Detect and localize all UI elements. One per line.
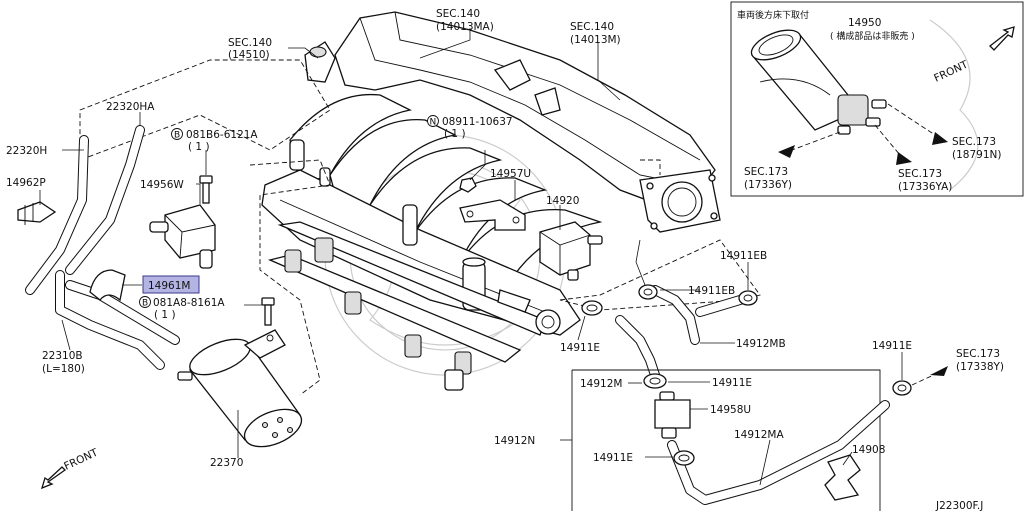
clamp-14911eb-b xyxy=(738,290,758,306)
highlight-box-14961m xyxy=(142,275,200,294)
label-081b6-code: 081B6-6121A xyxy=(186,129,258,141)
bracket-14957u xyxy=(459,199,526,231)
bolt-081a8 xyxy=(261,297,275,326)
label-14962p: 14962P xyxy=(6,177,46,189)
nut-circle-icon xyxy=(427,115,439,127)
label-sec173-17338y-l2: (17338Y) xyxy=(956,361,1004,373)
clip-14908 xyxy=(824,454,861,501)
label-sec173-17336ya-l2: (17336YA) xyxy=(898,181,952,193)
fuel-rail xyxy=(267,221,561,391)
label-14950-note: ( 構成部品は非販売 ) xyxy=(830,30,915,42)
label-14911e-c: 14911E xyxy=(712,377,752,389)
label-22320h: 22320H xyxy=(6,145,47,157)
clamp-14911e-c xyxy=(643,373,667,389)
label-081a8-prefix: B xyxy=(142,299,148,309)
label-sec173-18791n-l2: (18791N) xyxy=(952,149,1001,161)
label-sec140-14510-l2: (14510) xyxy=(228,49,270,61)
label-14911e-a: 14911E xyxy=(560,342,600,354)
label-22310b-l1: 22310B xyxy=(42,350,83,362)
direction-arrow-icon xyxy=(930,366,948,376)
bolt-circle-icon xyxy=(139,296,151,308)
label-081a8-qty: ( 1 ) xyxy=(154,309,176,321)
leader-lines xyxy=(39,28,903,486)
label-sec140-14510-l1: SEC.140 xyxy=(228,37,272,49)
label-sec173-17336y-l1: SEC.173 xyxy=(744,166,788,178)
label-front-left: FRONT xyxy=(62,446,100,472)
label-sec173-18791n-l1: SEC.173 xyxy=(952,136,996,148)
diagram-code: J22300F.J xyxy=(935,500,983,511)
label-14956w: 14956W xyxy=(140,179,184,191)
label-14911eb-a: 14911EB xyxy=(720,250,767,262)
label-sec173-17338y-l1: SEC.173 xyxy=(956,348,1000,360)
clamp-14911e-a xyxy=(581,300,603,316)
label-22320ha: 22320HA xyxy=(106,101,155,113)
bracket-14961m xyxy=(89,269,126,302)
label-14958u: 14958U xyxy=(710,404,751,416)
direction-arrow-icon xyxy=(932,132,948,145)
inset-title-jp: 車両後方床下取付 xyxy=(737,9,809,21)
valve-14920 xyxy=(539,221,603,281)
bolt-081b6 xyxy=(199,175,213,204)
direction-arrow-icon xyxy=(896,152,912,165)
label-081b6-qty: ( 1 ) xyxy=(188,141,210,153)
label-sec140-14013ma-l2: (14013MA) xyxy=(436,21,494,33)
dashed-outline-center xyxy=(249,159,331,396)
label-14911e-d: 14911E xyxy=(593,452,633,464)
front-arrow-icon xyxy=(989,26,1015,51)
label-14912m: 14912M xyxy=(580,378,622,390)
label-081a8-code: 081A8-8161A xyxy=(153,297,225,309)
canister-22370 xyxy=(177,329,303,448)
solenoid-valve-14956w xyxy=(149,204,216,269)
label-08911-code: 08911-10637 xyxy=(442,116,513,128)
labels: SEC.140 (14510) SEC.140 (14013MA) SEC.14… xyxy=(6,8,1004,511)
label-14912n: 14912N xyxy=(494,435,535,447)
nut-08911 xyxy=(459,177,477,193)
label-14911eb-b: 14911EB xyxy=(688,285,735,297)
clamp-14911e-d xyxy=(673,450,695,466)
label-14920: 14920 xyxy=(546,195,579,207)
label-14961m: 14961M xyxy=(148,280,190,292)
label-14912mb: 14912MB xyxy=(736,338,786,350)
label-sec173-17336y-l2: (17336Y) xyxy=(744,179,792,191)
clamp-14911e-b xyxy=(892,380,912,396)
label-front-inset: FRONT xyxy=(932,58,970,84)
label-14908: 14908 xyxy=(852,444,885,456)
canister-14950 xyxy=(750,29,887,135)
clip-14962p xyxy=(17,201,57,225)
front-arrow-icon xyxy=(40,466,67,490)
label-sec140-14013m-l1: SEC.140 xyxy=(570,21,614,33)
dashed-outline-left xyxy=(79,59,331,161)
label-sec140-14013ma-l1: SEC.140 xyxy=(436,8,480,20)
label-14950: 14950 xyxy=(848,17,881,29)
inset-frame xyxy=(730,1,1024,197)
label-14957u: 14957U xyxy=(490,168,531,180)
direction-arrow-icon xyxy=(778,145,795,158)
label-081b6-prefix: B xyxy=(174,131,180,141)
label-08911-prefix: N xyxy=(430,118,437,128)
bolt-circle-icon xyxy=(171,128,183,140)
assembly-box-14912n xyxy=(571,369,881,511)
label-22310b-l2: (L=180) xyxy=(42,363,85,375)
label-14912ma: 14912MA xyxy=(734,429,784,441)
label-14911e-b: 14911E xyxy=(872,340,912,352)
label-22370: 22370 xyxy=(210,457,243,469)
label-08911-qty: ( 1 ) xyxy=(444,128,466,140)
clamp-14911eb-a xyxy=(638,284,658,300)
filter-14958u xyxy=(654,391,691,439)
label-sec173-17336ya-l1: SEC.173 xyxy=(898,168,942,180)
label-sec140-14013m-l2: (14013M) xyxy=(570,34,621,46)
